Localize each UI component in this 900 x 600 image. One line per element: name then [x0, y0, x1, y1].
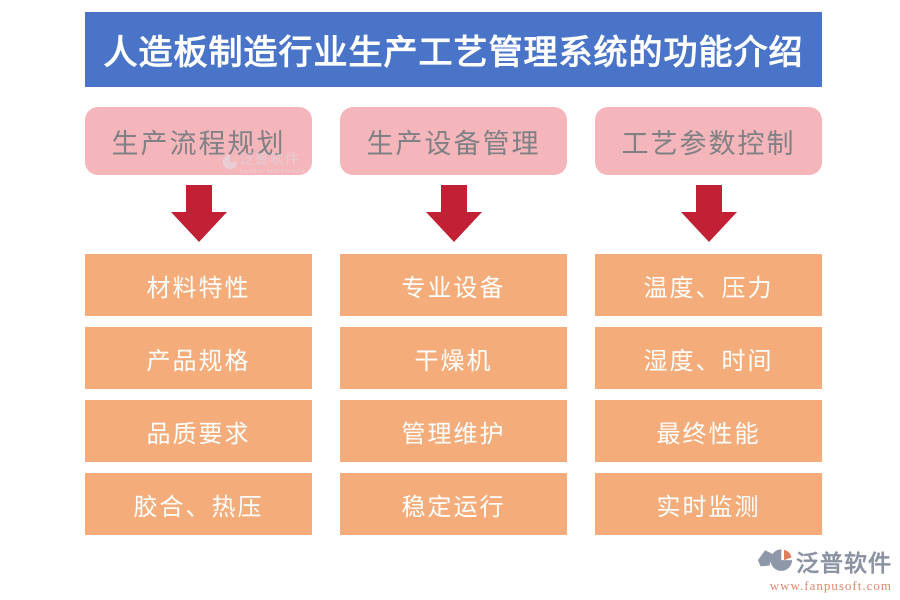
item-box: 最终性能 [595, 400, 822, 462]
item-box: 湿度、时间 [595, 327, 822, 389]
item-box: 稳定运行 [340, 473, 567, 535]
watermark-subtext: FANPU SOFTWARE [239, 169, 306, 175]
item-label: 材料特性 [146, 275, 251, 302]
column-header-label: 工艺参数控制 [621, 128, 796, 159]
item-label: 干燥机 [414, 348, 493, 375]
item-box: 材料特性 [85, 254, 312, 316]
column-header-label: 生产设备管理 [366, 128, 541, 159]
item-box: 专业设备 [340, 254, 567, 316]
page-title: 人造板制造行业生产工艺管理系统的功能介绍 [103, 35, 804, 72]
column-production-flow: 生产流程规划 泛普软件 FANPU SOFTWARE 材料特性 [85, 107, 312, 535]
column-header: 工艺参数控制 [595, 107, 822, 175]
item-label: 实时监测 [656, 494, 761, 521]
brand-name: 泛普软件 [796, 551, 892, 576]
item-label: 温度、压力 [643, 275, 774, 302]
item-box: 管理维护 [340, 400, 567, 462]
item-box: 品质要求 [85, 400, 312, 462]
item-label: 管理维护 [401, 421, 506, 448]
column-header: 生产流程规划 泛普软件 FANPU SOFTWARE [85, 107, 312, 175]
brand-footer: 泛普软件 www.fanpusoft.com [757, 544, 892, 594]
title-banner: 人造板制造行业生产工艺管理系统的功能介绍 [85, 12, 822, 87]
column-header-label: 生产流程规划 [111, 128, 286, 159]
item-box: 实时监测 [595, 473, 822, 535]
item-label: 湿度、时间 [643, 348, 774, 375]
down-arrow-icon [425, 185, 482, 242]
item-box: 产品规格 [85, 327, 312, 389]
column-equipment-management: 生产设备管理 专业设备 干燥机 管理维护 稳定运行 [340, 107, 567, 535]
item-label: 最终性能 [656, 421, 761, 448]
column-header: 生产设备管理 [340, 107, 567, 175]
columns-area: 生产流程规划 泛普软件 FANPU SOFTWARE 材料特性 [85, 107, 822, 535]
down-arrow-icon [680, 185, 737, 242]
item-label: 产品规格 [146, 348, 251, 375]
item-label: 品质要求 [146, 421, 251, 448]
item-label: 专业设备 [401, 275, 506, 302]
item-box: 温度、压力 [595, 254, 822, 316]
down-arrow-icon [170, 185, 227, 242]
item-label: 稳定运行 [401, 494, 506, 521]
item-box: 胶合、热压 [85, 473, 312, 535]
item-label: 胶合、热压 [133, 494, 264, 521]
brand-url: www.fanpusoft.com [769, 578, 892, 593]
column-process-parameters: 工艺参数控制 温度、压力 湿度、时间 最终性能 实时监测 [595, 107, 822, 535]
item-box: 干燥机 [340, 327, 567, 389]
fanpu-logo-icon [757, 549, 793, 571]
